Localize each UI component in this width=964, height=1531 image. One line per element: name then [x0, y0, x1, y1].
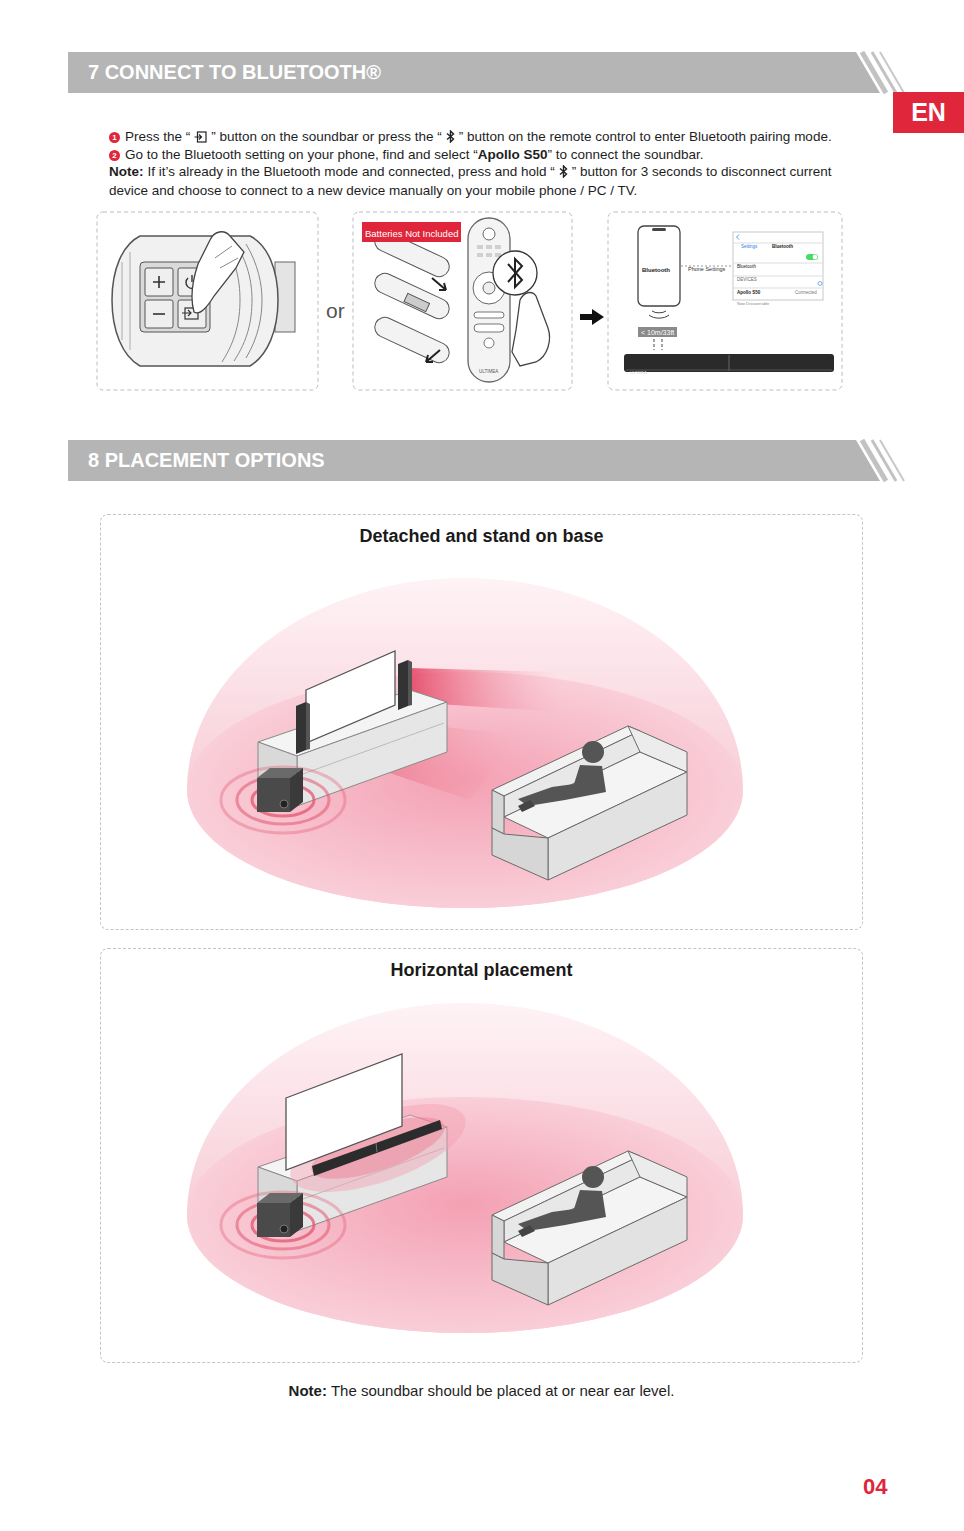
- instruction-text: ” button on the remote control to enter …: [459, 129, 832, 144]
- screen-text-holder: Bluetooth: [772, 235, 793, 251]
- brand-text: ULTIMEA: [479, 369, 498, 374]
- screen-text-holder: Settings: [741, 235, 757, 251]
- language-tab: EN: [893, 92, 964, 133]
- callout-number: 1: [109, 132, 120, 143]
- brand-text-holder: ULTIMEA: [630, 361, 647, 377]
- section-heading: 7 CONNECT TO BLUETOOTH®: [68, 52, 381, 93]
- section-band: 7 CONNECT TO BLUETOOTH®: [68, 52, 880, 93]
- screen-text-holder: Bluetooth: [642, 259, 670, 275]
- page-number: 04: [863, 1474, 887, 1499]
- screen-text: Settings: [741, 244, 757, 249]
- screen-text: Bluetooth: [772, 244, 793, 249]
- screen-text-holder: Connected: [795, 281, 817, 297]
- instruction-text: Press the “: [125, 129, 190, 144]
- leader-label: Phone Settings: [688, 266, 725, 272]
- screen-text: Bluetooth: [642, 267, 670, 273]
- input-icon: [194, 130, 207, 147]
- or-label: or: [326, 299, 345, 322]
- brand-text-holder: ULTIMEA: [479, 360, 498, 376]
- instruction-text: ” button on the soundbar or press the “: [211, 129, 441, 144]
- instruction-text: The soundbar should be placed at or near…: [331, 1382, 675, 1399]
- section-heading: 8 PLACEMENT OPTIONS: [68, 440, 325, 481]
- placement-panel: Detached and stand on base: [100, 514, 863, 930]
- panel-heading: Horizontal placement: [386, 960, 576, 981]
- screen-text-holder: DEVICES: [737, 268, 757, 284]
- brand-text: ULTIMEA: [630, 370, 647, 375]
- instruction-paragraph: 2 Go to the Bluetooth setting on your pho…: [109, 146, 879, 163]
- instruction-text: If it’s already in the Bluetooth mode an…: [148, 164, 555, 179]
- section-band: 8 PLACEMENT OPTIONS: [68, 440, 880, 481]
- warning-text: Batteries Not Included: [365, 228, 458, 239]
- page-number-holder: 04: [863, 1476, 887, 1498]
- instruction-text: ” to connect the soundbar.: [548, 147, 704, 162]
- screen-text: Bluetooth: [737, 264, 756, 269]
- range-label: < 10m/33ft: [638, 327, 677, 337]
- bluetooth-icon: [446, 130, 455, 147]
- screen-text: Apollo S50: [737, 290, 760, 295]
- instruction-paragraph: 1 Press the “ ” button on the soundbar or …: [109, 128, 879, 147]
- leader-label-holder: Phone Settings: [688, 258, 725, 274]
- bold-text: Note:: [109, 164, 144, 179]
- screen-text: Now Discoverable: [737, 301, 769, 306]
- screen-text-holder: Apollo S50: [737, 281, 760, 297]
- range-label-holder: < 10m/33ft: [638, 321, 677, 337]
- instruction-text: Go to the Bluetooth setting on your phon…: [125, 147, 478, 162]
- bold-text: Apollo S50: [478, 147, 548, 162]
- instruction-paragraph: Note:The soundbar should be placed at or…: [100, 1382, 863, 1399]
- screen-text-holder: Bluetooth: [737, 255, 756, 271]
- panel-heading: Detached and stand on base: [355, 526, 607, 547]
- language-code: EN: [911, 92, 946, 133]
- bold-text: Note:: [289, 1382, 327, 1399]
- warning-badge: Batteries Not Included: [362, 222, 461, 242]
- screen-text: Connected: [795, 290, 817, 295]
- placement-panel: Horizontal placement: [100, 948, 863, 1363]
- instruction-paragraph: Note: If it’s already in the Bluetooth mo…: [109, 163, 874, 199]
- screen-text: DEVICES: [737, 277, 757, 282]
- bluetooth-icon: [559, 165, 568, 182]
- callout-number: 2: [109, 150, 120, 161]
- or-label-holder: or: [326, 300, 345, 321]
